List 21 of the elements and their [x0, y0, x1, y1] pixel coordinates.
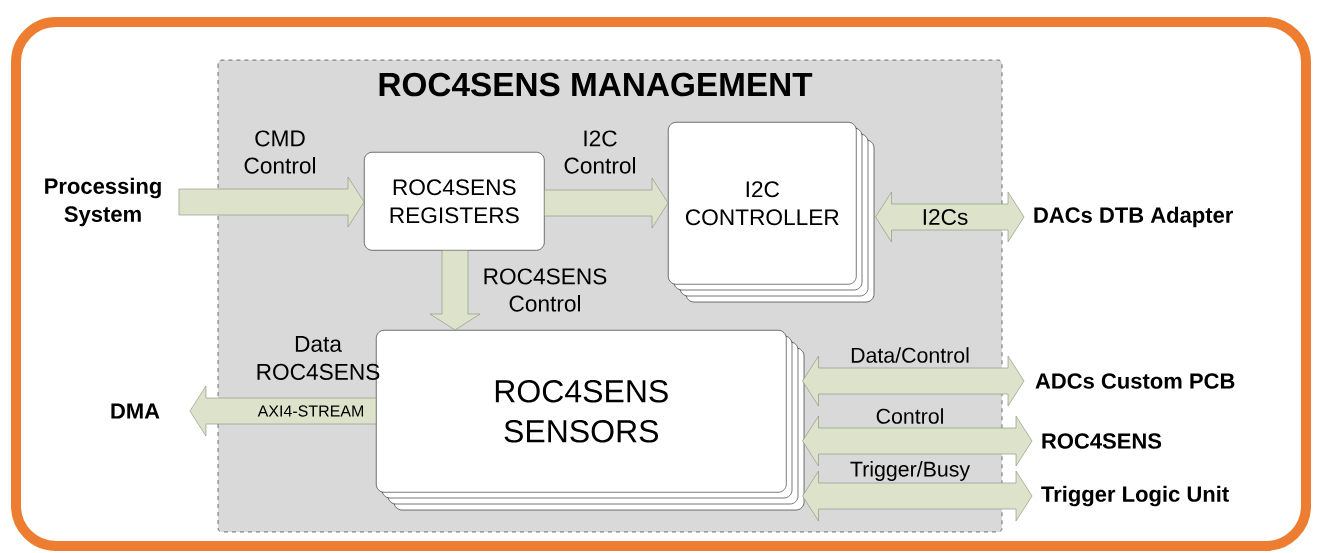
- block-label: ADCs Custom PCB: [1035, 373, 1235, 389]
- block-arrow: [178, 176, 365, 228]
- edge-label: I2C Control: [564, 130, 635, 174]
- block-label: DMA: [111, 403, 160, 419]
- block-arrow: [429, 250, 481, 331]
- edge-label: Data/Control: [851, 347, 969, 363]
- block-box: ROC4SENS REGISTERS: [364, 152, 545, 251]
- edge-label: AXI4-STREAM: [256, 404, 366, 418]
- edge-label: ROC4SENS Control: [484, 268, 607, 312]
- block-label: ROC4SENS: [1042, 433, 1162, 449]
- edge-label: Control: [876, 408, 943, 424]
- block-label: DACs DTB Adapter: [1034, 206, 1234, 228]
- block-label: Processing System: [45, 177, 161, 227]
- block-arrow: [544, 177, 669, 229]
- edge-label: Trigger/Busy: [850, 461, 971, 481]
- block-arrow: [802, 415, 1033, 467]
- stacked-box: I2C CONTROLLER: [668, 122, 875, 303]
- edge-label: CMD Control: [244, 130, 315, 174]
- block-arrow: [802, 470, 1033, 522]
- block-arrow: [802, 355, 1025, 407]
- block-label: Trigger Logic Unit: [1041, 485, 1229, 507]
